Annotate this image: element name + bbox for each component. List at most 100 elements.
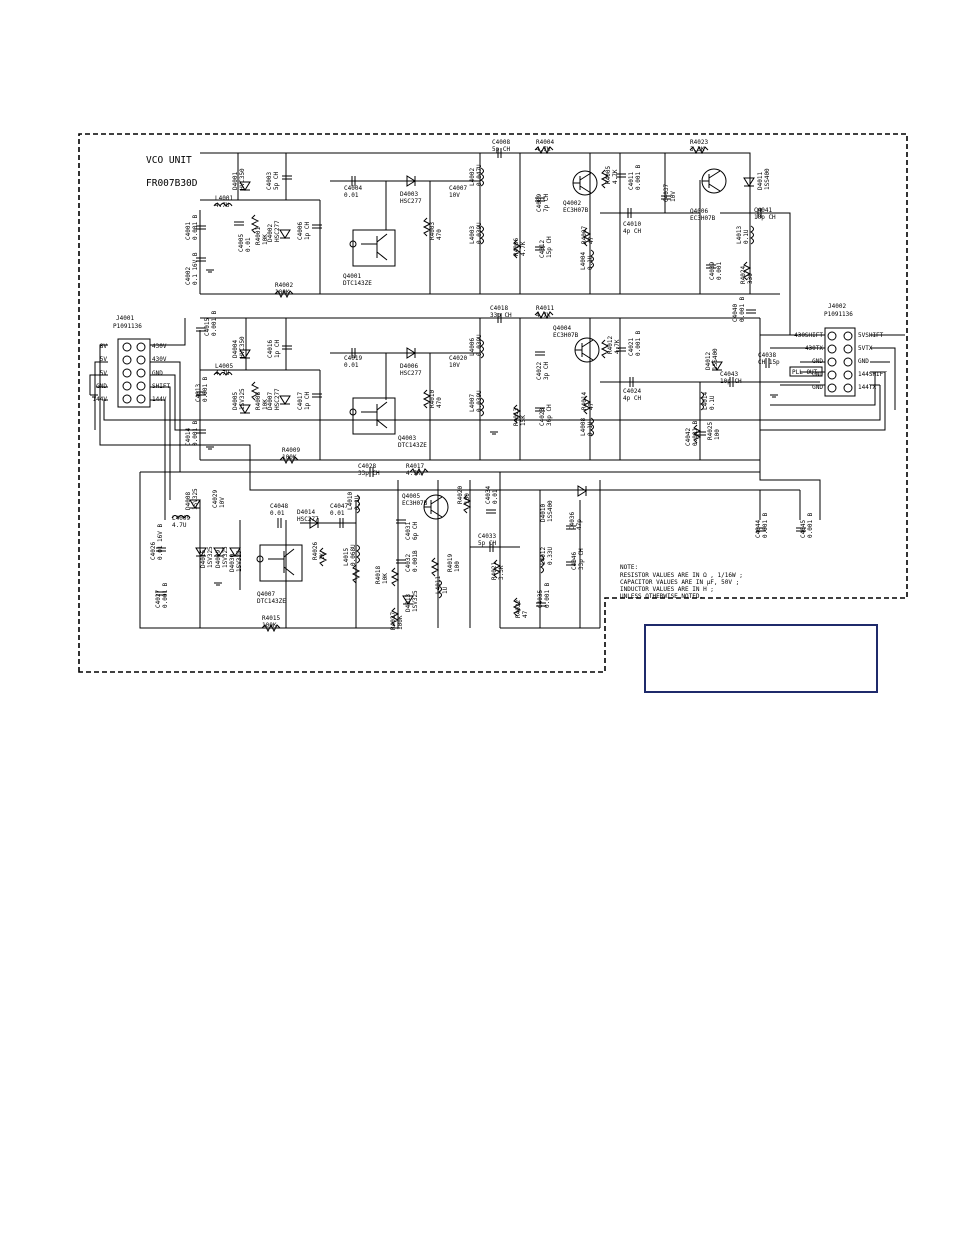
j4002-pin-right: GND xyxy=(858,358,869,365)
component-value: 0.001 B xyxy=(192,214,199,240)
component-ref: R4014 xyxy=(581,392,588,410)
component-value: 3.3K xyxy=(498,565,505,580)
component-value: 4.7U xyxy=(172,522,187,529)
component-value: 4.7K xyxy=(520,241,527,256)
component-value: 33p CH xyxy=(490,312,512,319)
component-value: 1SS400 xyxy=(712,348,719,370)
component-value: 3.3K xyxy=(690,146,705,153)
component-value: 0.001 B xyxy=(739,296,746,322)
component-ref: C4032 xyxy=(405,554,412,572)
component-value: 0.001 B xyxy=(635,164,642,190)
component-ref: C4009 xyxy=(536,194,543,212)
component-ref: C4047 xyxy=(330,503,348,510)
component-ref: D4005 xyxy=(232,392,239,410)
connector-pin xyxy=(122,368,132,378)
component-value: 0.1U xyxy=(587,255,594,270)
component-value: 36p CH xyxy=(546,404,553,426)
j4002-pin-right: 144SHIFT xyxy=(858,371,887,378)
component-ref: C4020 xyxy=(449,355,467,362)
connector-j4001: J4001 P1091136 8V 5V 5V GND 144V 430V 43… xyxy=(93,315,170,408)
j4002-pin-left: GND xyxy=(812,358,823,365)
component-value: DTC143ZE xyxy=(398,442,427,449)
j4002-pin-left: 430TX xyxy=(805,345,823,352)
component-value: 1SV325 xyxy=(236,550,243,572)
note-line: RESISTOR VALUES ARE IN Ω , 1/16W ; xyxy=(620,572,743,579)
component-value: HSC277 xyxy=(274,220,281,242)
component-ref: D4003 xyxy=(400,191,418,198)
component-ref: L4012 xyxy=(540,547,547,565)
component-value: HVC350 xyxy=(239,336,246,358)
component-ref: C4019 xyxy=(344,355,362,362)
component-value: 0.01 xyxy=(492,489,499,504)
component-value: 100K xyxy=(262,622,277,629)
passives xyxy=(90,145,806,633)
connector-pin xyxy=(843,357,853,367)
note-line: CAPACITOR VALUES ARE IN μF, 50V ; xyxy=(620,579,739,586)
component-value: 4.7K xyxy=(614,339,621,354)
component-ref: R4012 xyxy=(607,336,614,354)
component-ref: D4012 xyxy=(705,352,712,370)
component-ref: R4006 xyxy=(513,238,520,256)
component-ref: R4003 xyxy=(429,222,436,240)
component-value: 5p CH xyxy=(478,540,496,547)
connector-pin xyxy=(827,370,837,380)
component-ref: D4007 xyxy=(267,392,274,410)
connector-pin xyxy=(136,368,146,378)
component-value: 4p CH xyxy=(623,228,641,235)
component-ref: R4011 xyxy=(536,305,554,312)
component-value: 10K xyxy=(262,399,269,410)
component-ref: R4025 xyxy=(707,422,714,440)
component-value: 3p CH xyxy=(543,362,550,380)
component-value: 10p CH xyxy=(720,378,742,385)
component-ref: D4002 xyxy=(267,224,274,242)
component-ref: Q4005 xyxy=(402,493,420,500)
component-ref: D4013 xyxy=(405,594,412,612)
component-value: DTC143ZE xyxy=(257,598,286,605)
component-ref: L4009 xyxy=(172,515,190,522)
component-value: 10K xyxy=(382,573,389,584)
component-value: 47p xyxy=(576,519,583,530)
component-ref: C4001 xyxy=(185,222,192,240)
component-value: 33p CH xyxy=(578,548,585,570)
component-value: 6p CH xyxy=(412,522,419,540)
connector-pin xyxy=(136,394,146,404)
component-ref: L4003 xyxy=(469,226,476,244)
switch-q4001 xyxy=(349,229,396,267)
component-value: EC3H07B xyxy=(563,207,589,214)
component-ref: C4014 xyxy=(185,428,192,446)
component-value: 0.039U xyxy=(476,222,483,244)
j4002-pin-right: 5VTX xyxy=(858,345,873,352)
j4002-pin-left: 430SHIFT xyxy=(794,332,823,339)
note-line: INDUCTOR VALUES ARE IN H ; xyxy=(620,586,714,593)
component-ref: R4024 xyxy=(740,266,747,284)
component-value: 100 xyxy=(454,561,461,572)
component-ref: C4011 xyxy=(628,172,635,190)
transistor-q4004 xyxy=(574,337,600,363)
